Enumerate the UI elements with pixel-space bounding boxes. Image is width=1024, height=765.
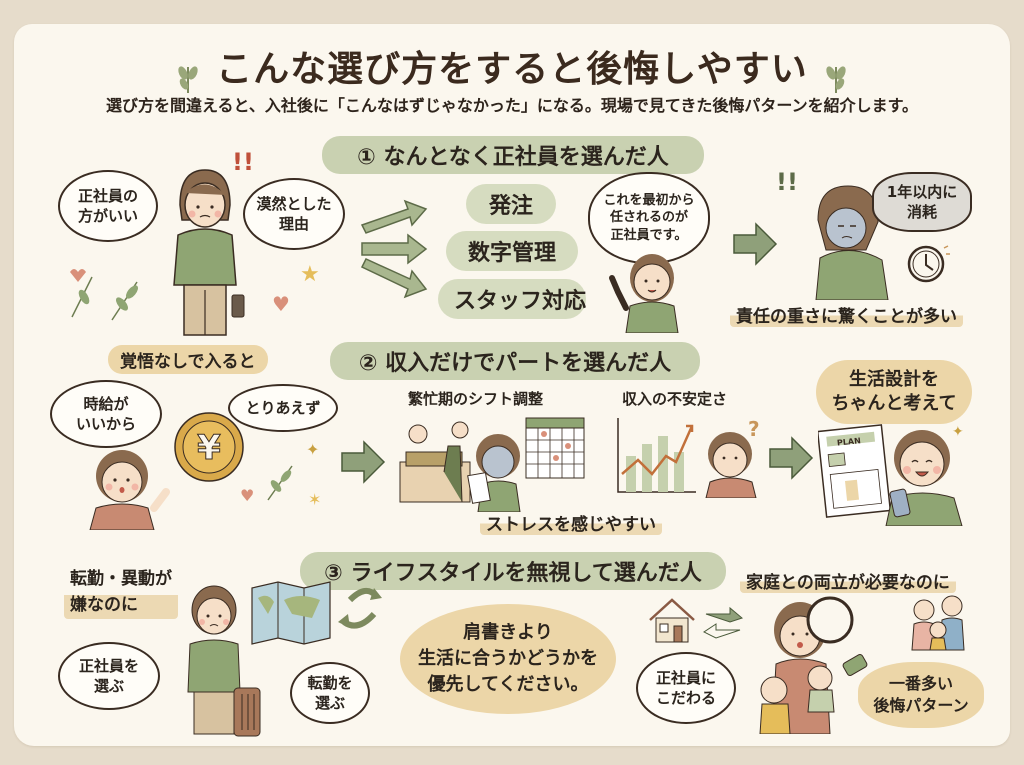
thought-bubble-prefer-fulltime: 正社員の 方がいい [58,170,158,242]
section-3-heading: ③ ライフスタイルを無視して選んだ人 [300,552,726,590]
section-2-heading: ② 収入だけでパートを選んだ人 [330,342,700,380]
exclamation-icon: !! [232,148,254,176]
exhausted-person-illustration [815,185,889,300]
busy-store-illustration [399,417,585,512]
thought-bubble-choose-fulltime: 正社員を 選ぶ [58,642,160,710]
speech-bubble-fulltime-duties: これを最初から 任されるのが 正社員です。 [588,172,710,264]
svg-text:?: ? [748,417,760,441]
heart-icon: ♥ [240,486,255,505]
worried-person-illustration [173,169,245,336]
leaf-sprig-icon [826,65,846,93]
family-illustration [911,595,965,651]
thought-bubble-burnout: 1年以内に 消耗 [872,172,972,232]
section-1-heading: ① なんとなく正社員を選んだ人 [322,136,704,174]
star-icon: ✶ [308,490,322,509]
speech-bubble-insist-fulltime: 正社員に こだわる [636,652,736,724]
staff-pointing-illustration [609,254,679,333]
leaf-decoration-icon [267,465,293,501]
speech-bubble-plan-life: 生活設計を ちゃんと考えて [816,360,972,424]
income-chart-icon [617,418,696,493]
speech-bubble-most-common-regret: 一番多い 後悔パターン [858,662,984,728]
sparkle-icon: ✦ [306,440,320,459]
speech-bubble-good-hourly-wage: 時給が いいから [50,380,162,448]
exclamation-icon: !! [776,168,798,196]
caption-busy-season-shifts: 繁忙期のシフト調整 [408,390,544,408]
label-need-family-balance: 家庭との両立が必要なのに [740,568,956,593]
task-pill-staff-handling: スタッフ対応 [438,279,586,319]
caption-stressful: ストレスを感じやすい [480,510,662,535]
clock-icon [907,245,950,283]
traveler-person-illustration [187,585,261,737]
plan-document-icon: PLAN [818,424,892,518]
happy-person-illustration: ✦ [885,424,964,526]
branch-arrows-icon [360,199,428,299]
label-dislike-transfer: 転勤・異動が 嫌なのに [64,566,178,619]
svg-text:✦: ✦ [952,424,964,440]
yen-coin-icon: ¥ [174,412,244,482]
task-pill-number-management: 数字管理 [446,231,578,271]
header: こんな選び方をすると後悔しやすい [0,40,1024,95]
right-arrow-icon [769,436,814,480]
house-exchange-icon [649,598,744,643]
page-subtitle: 選び方を間違えると、入社後に「こんなはずじゃなかった」になる。現場で見てきた後悔… [105,96,918,115]
svg-text:PLAN: PLAN [837,436,862,447]
caption-responsibility-surprise: 責任の重さに驚くことが多い [730,302,963,327]
world-map-icon [251,581,382,645]
center-message-prioritize-life: 肩書きより 生活に合うかどうかを 優先してください。 [400,604,616,714]
leaf-sprig-icon [178,65,198,93]
speech-bubble-for-now: とりあえず [228,384,338,432]
task-pill-ordering: 発注 [466,184,556,224]
busy-mother-illustration [759,596,868,734]
svg-text:¥: ¥ [197,428,221,468]
speech-bubble-choose-transfer: 転勤を 選ぶ [290,662,370,724]
thought-bubble-vague-reason: 漠然とした 理由 [243,178,345,250]
puzzled-person-illustration: ? [705,417,760,498]
caption-income-instability: 収入の不安定さ [622,390,728,408]
right-arrow-icon [733,222,778,266]
label-without-resolve: 覚悟なしで入ると [108,345,268,374]
page-title: こんな選び方をすると後悔しやすい [216,49,808,90]
star-icon: ★ [300,262,320,287]
heart-icon: ♥ [272,292,290,316]
right-arrow-icon [341,440,386,484]
part-timer-pointing-illustration [89,450,170,530]
leaf-decoration-icon [70,269,138,321]
